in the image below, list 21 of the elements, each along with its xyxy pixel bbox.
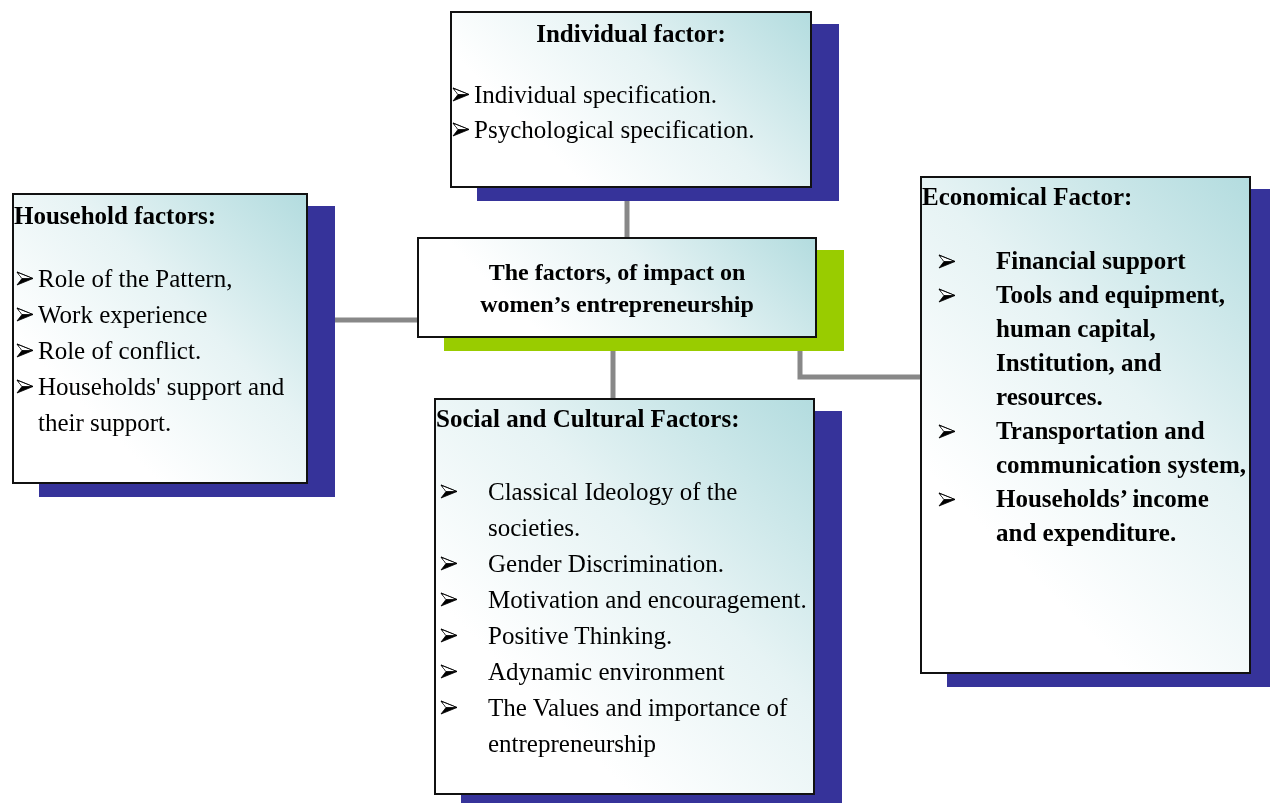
bullet-item-text: Gender Discrimination. bbox=[488, 549, 725, 579]
bullet-item-text: The Values and importance of entrepreneurship bbox=[488, 693, 789, 759]
box-heading: Household factors: bbox=[14, 201, 218, 231]
box-heading: Social and Cultural Factors: bbox=[436, 404, 741, 434]
bullet-item-text: Classical Ideology of the societies. bbox=[488, 477, 739, 543]
bullet-item-text: Financial support bbox=[996, 246, 1186, 276]
bullet-item-text: Households’ income and expenditure. bbox=[996, 484, 1210, 548]
bullet-item-text: Work experience bbox=[38, 300, 208, 330]
bullet-item-text: Transportation and communication system, bbox=[996, 416, 1247, 480]
bullet-item-text: Psychological specification. bbox=[474, 115, 755, 145]
central-topic-text: The factors, of impact on women’s entrepreneurship bbox=[479, 257, 755, 319]
bullet-item-text: Positive Thinking. bbox=[488, 621, 673, 651]
bullet-item-text: Tools and equipment, human capital, Institution, and resources. bbox=[996, 280, 1227, 412]
bullet-item-text: Individual specification. bbox=[474, 80, 717, 110]
bullet-item-text: Role of conflict. bbox=[38, 336, 202, 366]
box-heading: Individual factor: bbox=[535, 19, 727, 49]
bullet-item-text: Adynamic environment bbox=[488, 657, 725, 687]
bullet-item-text: Motivation and encouragement. bbox=[488, 585, 807, 615]
box-heading: Economical Factor: bbox=[922, 182, 1134, 212]
bullet-item-text: Role of the Pattern, bbox=[38, 264, 233, 294]
bullet-item-text: Households' support and their support. bbox=[38, 372, 286, 438]
